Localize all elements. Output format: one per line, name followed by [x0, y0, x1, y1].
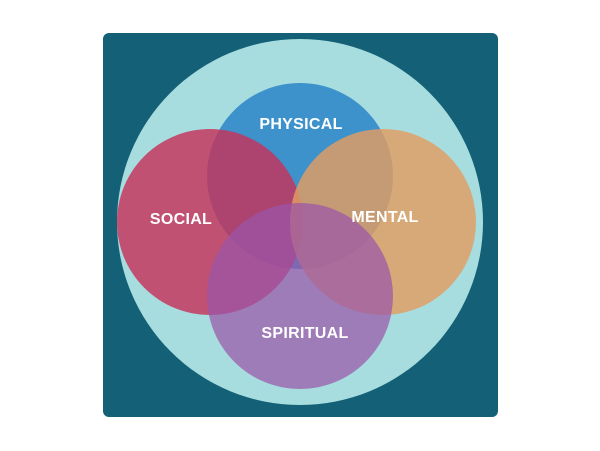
- physical-label: PHYSICAL: [259, 116, 342, 133]
- spiritual-circle: [207, 203, 393, 389]
- mental-label: MENTAL: [351, 209, 418, 226]
- venn-diagram: PHYSICAL SOCIAL MENTAL SPIRITUAL: [103, 33, 498, 417]
- diagram-panel: PHYSICAL SOCIAL MENTAL SPIRITUAL: [103, 33, 498, 417]
- overlapping-circles: [117, 83, 476, 389]
- social-label: SOCIAL: [150, 211, 212, 228]
- spiritual-label: SPIRITUAL: [261, 325, 348, 342]
